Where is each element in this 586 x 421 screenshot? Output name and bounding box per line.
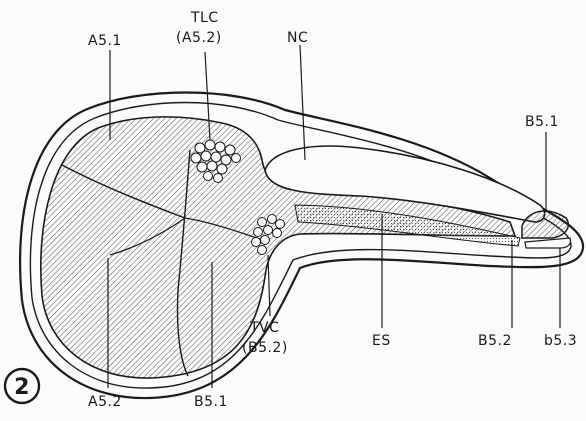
label-tvc-sub: (B5.2) <box>242 340 288 356</box>
label-a5-2-bottom: A5.2 <box>88 394 122 410</box>
label-tvc: TVC <box>249 320 279 336</box>
label-a5-1-top: A5.1 <box>88 33 122 49</box>
label-es: ES <box>372 333 391 349</box>
label-b5-2-right: B5.2 <box>478 333 512 349</box>
label-tlc: TLC <box>190 10 219 26</box>
label-tlc-sub: (A5.2) <box>176 30 222 46</box>
label-b5-3: b5.3 <box>544 333 577 349</box>
b5-3-end <box>525 238 571 248</box>
label-b5-1-right: B5.1 <box>525 114 559 130</box>
label-b5-1-bottom: B5.1 <box>194 394 228 410</box>
leader-nc <box>300 45 305 160</box>
label-nc: NC <box>287 30 308 46</box>
panel-number: 2 <box>14 375 30 400</box>
